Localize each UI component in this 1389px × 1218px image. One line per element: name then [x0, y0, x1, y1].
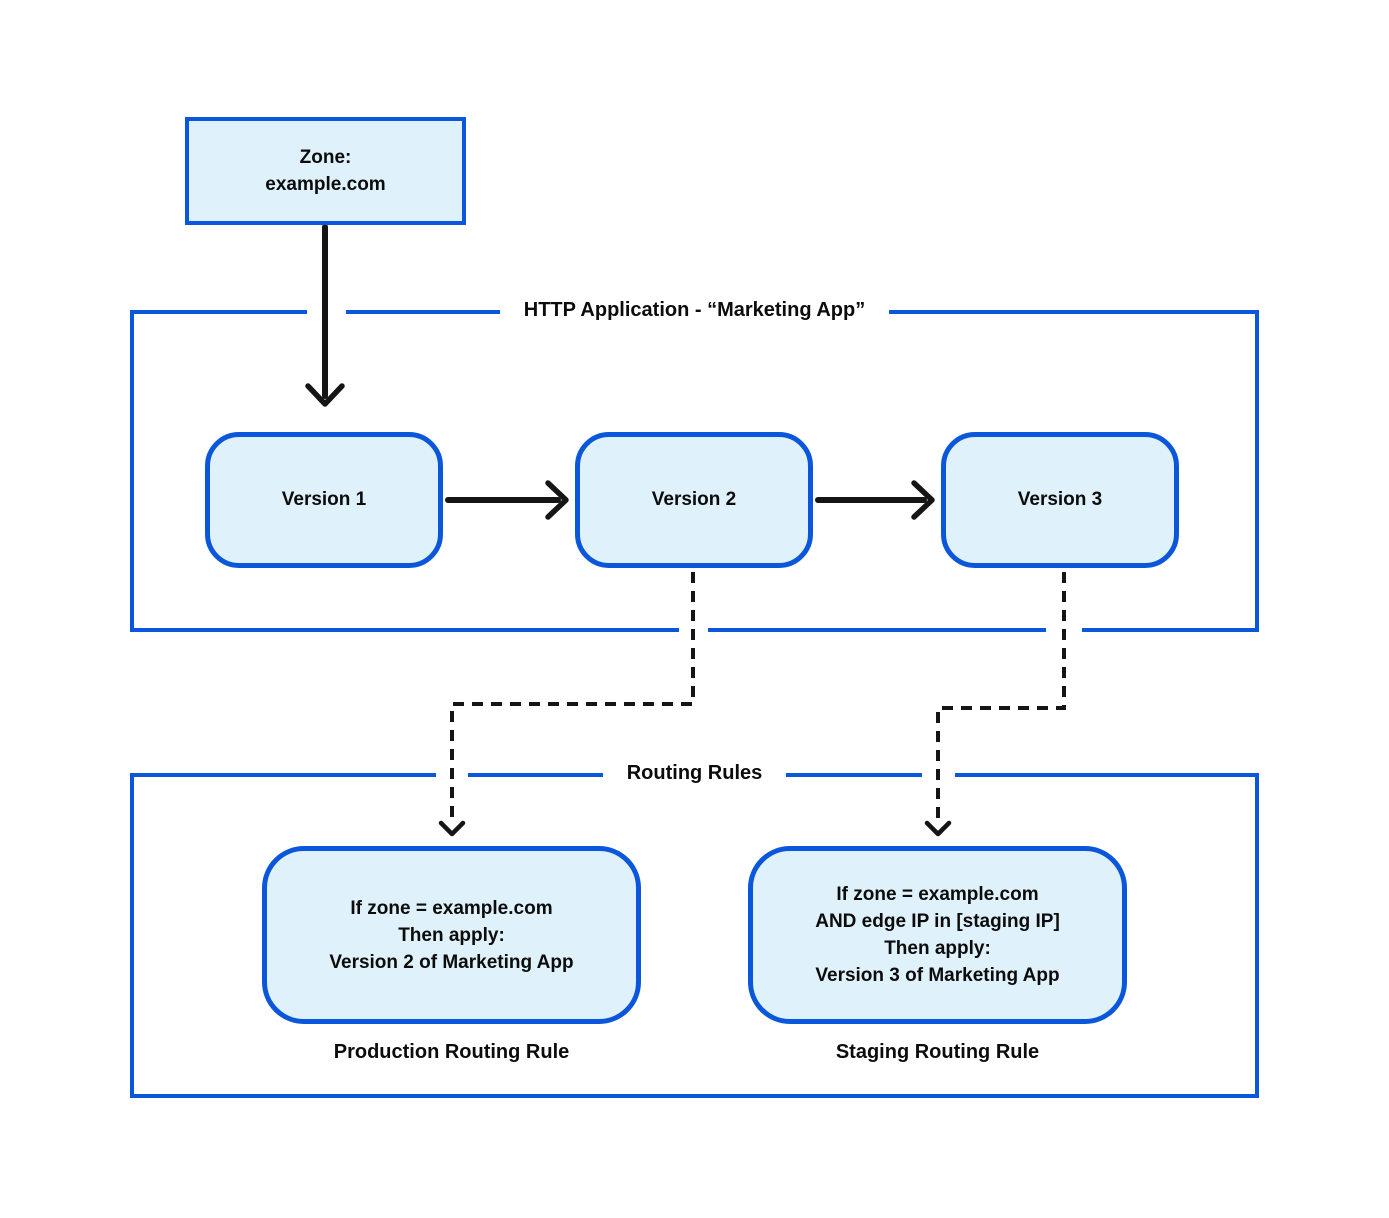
- zone-box-label: Zone:: [299, 147, 352, 168]
- production-rule-line: If zone = example.com: [350, 897, 553, 919]
- production-rule-box: If zone = example.com Then apply: Versio…: [262, 846, 641, 1024]
- border-gap-mask: [436, 769, 468, 781]
- version-3-label: Version 3: [1017, 489, 1103, 510]
- staging-rule-box: If zone = example.com AND edge IP in [st…: [748, 846, 1127, 1024]
- staging-rule-line: Then apply:: [884, 938, 991, 959]
- zone-box-domain: example.com: [265, 174, 386, 195]
- production-rule-line: Version 2 of Marketing App: [329, 951, 574, 973]
- version-3-box: Version 3: [941, 432, 1179, 568]
- zone-box: Zone: example.com: [185, 117, 466, 225]
- production-rule-caption: Production Routing Rule: [333, 1041, 570, 1063]
- border-gap-mask: [307, 304, 346, 318]
- staging-rule-line: If zone = example.com: [836, 884, 1039, 905]
- staging-rule-caption: Staging Routing Rule: [835, 1041, 1040, 1063]
- border-gap-mask: [1046, 624, 1082, 636]
- staging-rule-line: AND edge IP in [staging IP]: [815, 911, 1060, 932]
- production-rule-line: Then apply:: [398, 924, 505, 946]
- border-gap-mask: [922, 769, 955, 781]
- http-application-title: HTTP Application - “Marketing App”: [499, 295, 890, 325]
- version-1-box: Version 1: [205, 432, 443, 568]
- border-gap-mask: [679, 624, 708, 636]
- routing-rules-title: Routing Rules: [602, 758, 787, 788]
- version-2-label: Version 2: [651, 489, 737, 510]
- staging-rule-line: Version 3 of Marketing App: [815, 965, 1060, 986]
- version-1-label: Version 1: [281, 489, 367, 510]
- version-2-box: Version 2: [575, 432, 813, 568]
